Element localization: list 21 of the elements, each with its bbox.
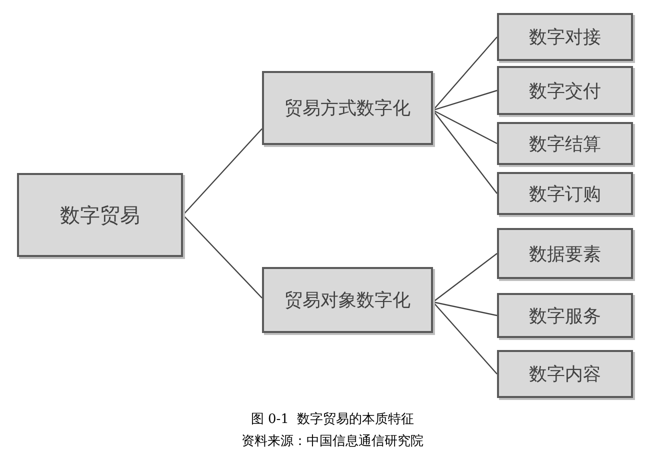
source-note: 资料来源：中国信息通信研究院 <box>242 434 424 449</box>
connector-line <box>432 253 498 302</box>
process-box: 贸易对象数字化 <box>262 267 433 333</box>
process-box: 数字订购 <box>497 172 633 215</box>
connector-line <box>432 110 498 194</box>
process-box: 数字服务 <box>497 293 633 338</box>
connector-line <box>182 214 262 298</box>
process-box: 数据要素 <box>497 228 633 279</box>
connector-line <box>182 128 262 216</box>
connector-line <box>432 90 498 111</box>
process-box: 数字贸易 <box>17 173 183 257</box>
process-box: 数字对接 <box>497 13 633 61</box>
process-box: 数字交付 <box>497 66 633 115</box>
connector-line <box>432 36 498 111</box>
connector-line <box>432 301 498 316</box>
connector-line <box>432 110 498 144</box>
figure-caption: 图 0-1 数字贸易的本质特征 <box>250 412 414 427</box>
process-box: 数字内容 <box>497 350 633 398</box>
connector-line <box>432 302 498 374</box>
process-box: 数字结算 <box>497 122 633 165</box>
process-box: 贸易方式数字化 <box>262 71 433 145</box>
